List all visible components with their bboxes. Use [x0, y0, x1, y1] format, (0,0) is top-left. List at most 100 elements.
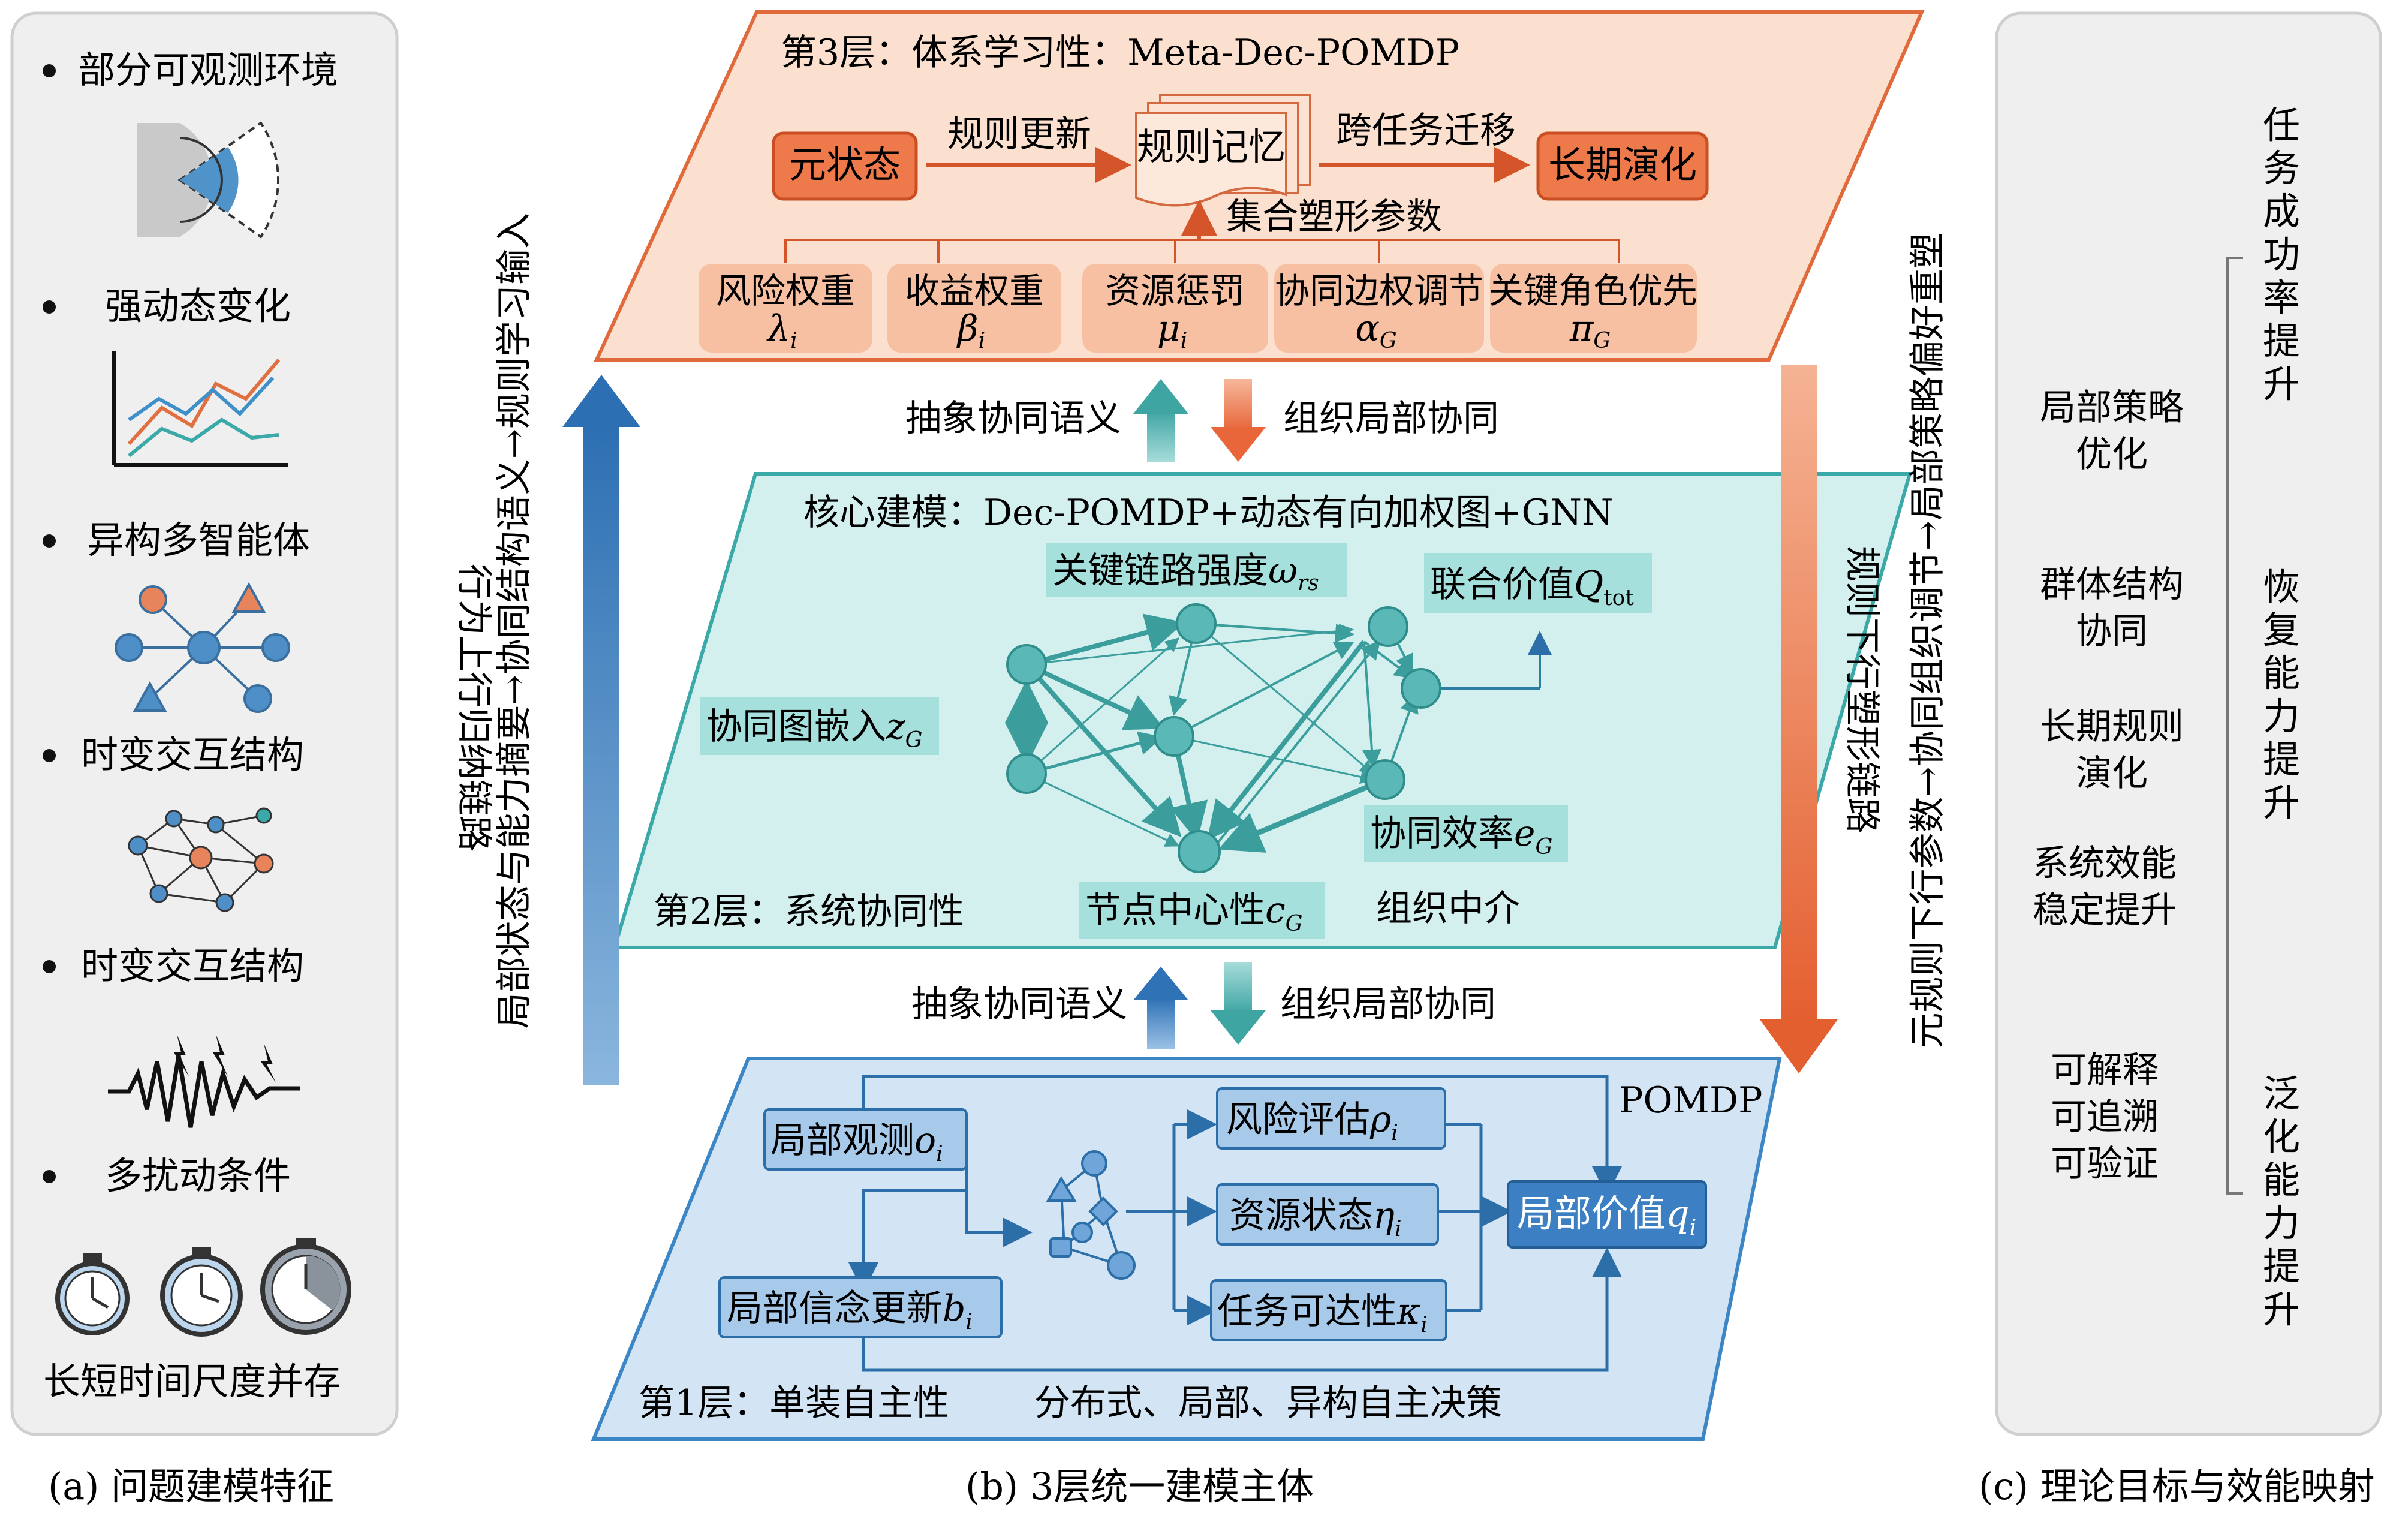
param-symbol: μi	[1157, 308, 1188, 353]
param-symbol: βi	[956, 308, 985, 353]
resource-state-box: 资源状态ηi	[1216, 1183, 1439, 1246]
effect-explainable-l1: 可解释	[2051, 1049, 2159, 1091]
efficiency-tag: 协同效率eG	[1364, 805, 1568, 862]
param-symbol: αG	[1355, 308, 1396, 353]
meta-state-box	[772, 131, 918, 201]
param-edge-weight: 协同边权调节 αG	[1274, 264, 1484, 353]
graph-embed-tag: 协同图嵌入zG	[700, 697, 939, 755]
effect-group-structure-l2: 协同	[2076, 610, 2148, 652]
effect-long-rule-l1: 长期规则	[2040, 706, 2184, 748]
organize-local-label-upper: 组织局部协同	[1283, 398, 1499, 440]
downward-label-b: 元规则下行参数→协同组织调节→局部策略偏好重塑	[1907, 233, 1949, 1049]
caption-b: (b) 3层统一建模主体	[965, 1464, 1314, 1508]
panel-c-frame	[1995, 11, 2382, 1436]
graph-node	[1006, 753, 1047, 794]
stopwatch-icon-1	[55, 1253, 130, 1335]
up-arrow-teal	[1133, 379, 1188, 462]
effect-success-rate: 任务成功率提升	[2263, 103, 2300, 406]
local-value-text: 局部价值qi	[1517, 1192, 1696, 1240]
effect-local-strategy-l2: 优化	[2076, 434, 2148, 476]
upward-label-a: 行为上行归纳链路	[453, 564, 495, 852]
local-belief-text: 局部信念更新bi	[727, 1288, 973, 1334]
graph-node	[1006, 644, 1047, 685]
downward-label-a: 规则下行塑形链路	[1841, 546, 1883, 834]
stopwatch-icon-2	[160, 1247, 243, 1337]
sensor-cone-icon	[137, 121, 279, 239]
graph-node	[1178, 830, 1221, 873]
param-bracket	[784, 239, 1620, 263]
panel-c-bracket	[2226, 257, 2243, 1195]
graph-edges	[1005, 613, 1552, 856]
task-reach-text: 任务可达性κi	[1217, 1291, 1428, 1337]
graph-node	[1365, 759, 1405, 800]
graph-node	[1368, 606, 1408, 647]
between-3-2: 抽象协同语义 组织局部协同	[905, 379, 1499, 462]
graph-node	[1154, 716, 1194, 757]
risk-assess-text: 风险评估ρi	[1226, 1099, 1398, 1145]
feature-item-timevarying-1: 时变交互结构	[81, 733, 304, 777]
layer-1-footer-right: 分布式、局部、异构自主决策	[1034, 1382, 1502, 1424]
graph-node	[1176, 603, 1217, 644]
upward-induction-arrow	[562, 375, 640, 1085]
feature-item-timevarying-2: 时变交互结构	[81, 944, 304, 988]
local-obs-text: 局部观测oi	[770, 1120, 943, 1166]
effect-left-list: 局部策略优化 群体结构协同 长期规则演化 系统效能稳定提升 可解释可追溯可验证	[2033, 387, 2184, 1185]
stopwatch-icon-3	[260, 1238, 351, 1335]
graph-embed-text: 协同图嵌入zG	[706, 706, 922, 753]
param-key-role: 关键角色优先 πG	[1489, 264, 1697, 353]
cross-task-label: 跨任务迁移	[1336, 110, 1516, 152]
rule-memory-label: 规则记忆	[1137, 125, 1286, 169]
up-arrow-blue	[1133, 967, 1188, 1049]
param-symbol: πG	[1569, 308, 1611, 353]
pomdp-label: POMDP	[1619, 1079, 1762, 1121]
efficiency-text: 协同效率eG	[1370, 813, 1552, 859]
layer-1-footer-left: 第1层：单装自主性	[639, 1382, 949, 1424]
param-name: 资源惩罚	[1106, 270, 1245, 311]
link-strength-tag: 关键链路强度ωrs	[1046, 543, 1347, 597]
bullet	[43, 1170, 56, 1183]
task-reach-box: 任务可达性κi	[1210, 1279, 1447, 1341]
between-2-1: 抽象协同语义 组织局部协同	[911, 962, 1496, 1049]
panel-c: 局部策略优化 群体结构协同 长期规则演化 系统效能稳定提升 可解释可追溯可验证 …	[1995, 11, 2382, 1436]
rule-update-label: 规则更新	[947, 113, 1091, 155]
effect-long-rule-l2: 演化	[2076, 753, 2148, 795]
effect-system-stable: 系统效能稳定提升	[2033, 843, 2177, 931]
caption-c: (c) 理论目标与效能映射	[1979, 1464, 2375, 1508]
down-arrow-teal	[1211, 962, 1266, 1045]
feature-footer: 长短时间尺度并存	[43, 1359, 341, 1403]
abstract-semantic-label-lower: 抽象协同语义	[911, 983, 1127, 1025]
effect-local-strategy: 局部策略优化	[2040, 387, 2184, 476]
joint-value-text: 联合价值Qtot	[1430, 564, 1634, 610]
param-risk-weight: 风险权重 λi	[699, 264, 872, 353]
down-arrow-orange	[1211, 379, 1266, 462]
effect-explainable-l2: 可追溯	[2051, 1096, 2159, 1138]
layer-2-footer: 第2层：系统协同性	[654, 891, 964, 933]
organize-local-label-lower: 组织局部协同	[1280, 983, 1496, 1025]
stopwatch-icons	[55, 1238, 351, 1337]
graph-node	[1401, 668, 1441, 709]
effect-explainable: 可解释可追溯可验证	[2051, 1049, 2159, 1185]
effect-explainable-l3: 可验证	[2051, 1143, 2159, 1185]
trend-chart-icon	[112, 351, 288, 467]
layer-1: POMDP	[591, 1057, 1782, 1441]
layer-1-connectors	[848, 1075, 1622, 1372]
bullet	[43, 960, 56, 973]
centrality-text: 节点中心性cG	[1085, 889, 1302, 936]
param-resource-penalty: 资源惩罚 μi	[1082, 264, 1268, 353]
upward-label-b: 局部状态与能力摘要→协同结构语义→规则学习输入	[493, 213, 535, 1029]
effect-generalization: 泛化能力提升	[2263, 1072, 2300, 1331]
param-name: 关键角色优先	[1489, 270, 1697, 311]
bullet	[43, 534, 56, 548]
network-graph-icon	[128, 807, 274, 912]
panel-a: 部分可观测环境 强动态变化 异构多智能体	[10, 11, 399, 1436]
layer-2: 核心建模：Dec-POMDP+动态有向加权图+GNN	[612, 472, 1912, 949]
local-belief-box: 局部信念更新bi	[718, 1276, 1003, 1338]
long-term-label: 长期演化	[1548, 143, 1697, 187]
mediator-label: 组织中介	[1376, 888, 1520, 930]
feature-item-dynamic: 强动态变化	[105, 284, 291, 328]
risk-assess-box: 风险评估ρi	[1216, 1087, 1446, 1150]
effect-group-structure-l1: 群体结构	[2040, 564, 2184, 606]
layer-3: 第3层：体系学习性：Meta-Dec-POMDP 元状态 规则更新 规则记忆 跨…	[594, 10, 1925, 362]
bullet	[43, 64, 56, 77]
